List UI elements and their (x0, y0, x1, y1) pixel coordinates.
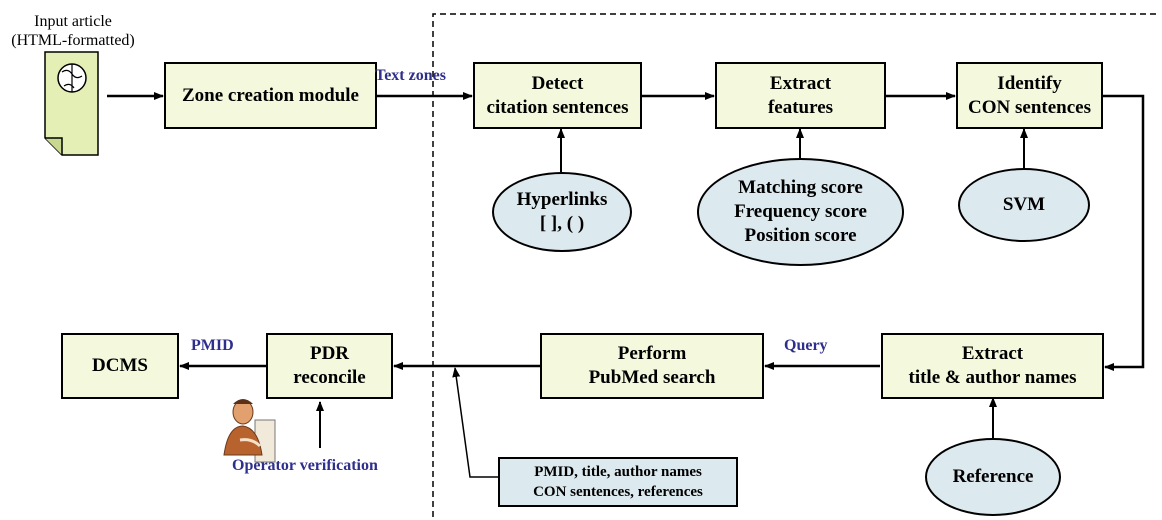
pdr-reconcile: PDR reconcile (266, 333, 393, 399)
input-article-label: Input article (HTML-formatted) (0, 12, 146, 50)
zone-creation-label: Zone creation module (182, 84, 359, 106)
dcms: DCMS (61, 333, 179, 399)
perform-line1: Perform (617, 343, 687, 364)
zone-creation-module: Zone creation module (164, 62, 377, 129)
matching-score: Matching score (738, 177, 863, 198)
detect-line1: Detect (531, 72, 584, 94)
identify-line1: Identify (997, 72, 1062, 94)
module-boundary (432, 13, 1158, 517)
input-label-line2: (HTML-formatted) (11, 32, 135, 49)
detect-line2: citation sentences (486, 96, 629, 118)
arrow-identify-to-title (1102, 94, 1145, 371)
extract-title-line1: Extract (961, 343, 1024, 364)
position-score: Position score (744, 225, 857, 246)
document-globe-icon (44, 51, 99, 156)
pdr-line1: PDR (309, 343, 350, 364)
svm-label: SVM (1002, 194, 1046, 215)
text-zones-label: Text zones (375, 67, 446, 84)
extract-features: Extract features (715, 62, 886, 129)
extract-title-author: Extract title & author names (881, 333, 1104, 399)
svm-input: SVM (958, 168, 1090, 242)
hyperlinks-input: Hyperlinks [ ], ( ) (492, 172, 632, 252)
identify-con-sentences: Identify CON sentences (956, 62, 1103, 129)
detect-citation-sentences: Detect citation sentences (473, 62, 642, 129)
perform-line2: PubMed search (588, 367, 716, 388)
pdr-line2: reconcile (293, 367, 366, 388)
output-note-line1: PMID, title, author names (534, 464, 702, 480)
reference-label: Reference (952, 466, 1034, 487)
hyperlinks-line2: [ ], ( ) (539, 213, 585, 234)
scores-input: Matching score Frequency score Position … (697, 158, 904, 266)
output-note-line2: CON sentences, references (533, 484, 703, 500)
query-label: Query (784, 337, 828, 354)
pmid-label: PMID (191, 337, 234, 354)
extract-features-line1: Extract (769, 72, 832, 94)
operator-verification-label: Operator verification (232, 457, 378, 474)
reference-input: Reference (925, 438, 1061, 516)
output-note: PMID, title, author names CON sentences,… (498, 457, 738, 507)
input-label-line1: Input article (34, 13, 112, 30)
extract-features-line2: features (767, 96, 834, 118)
identify-line2: CON sentences (968, 96, 1091, 118)
hyperlinks-line1: Hyperlinks (516, 189, 608, 210)
dcms-label: DCMS (92, 355, 148, 376)
person-at-computer-icon (223, 399, 276, 463)
arrow-note-to-line (452, 367, 498, 478)
frequency-score: Frequency score (734, 201, 867, 222)
perform-pubmed-search: Perform PubMed search (540, 333, 764, 399)
extract-title-line2: title & author names (908, 367, 1077, 388)
